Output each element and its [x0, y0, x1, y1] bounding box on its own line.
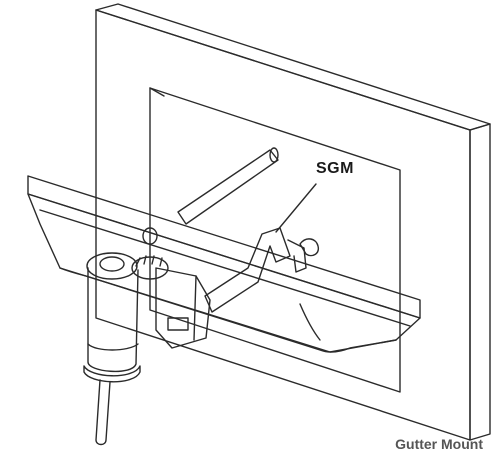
wall-side-edge — [469, 123, 491, 441]
rod-end — [269, 147, 279, 163]
sensor-body — [87, 267, 139, 373]
wall-frame — [95, 3, 491, 441]
wing-nut — [299, 238, 320, 257]
rod-body — [177, 149, 279, 225]
gutter — [27, 175, 421, 353]
sensor-dial-ridges — [135, 255, 163, 267]
sensor-base-ring — [83, 365, 141, 383]
sgm-leader-line — [275, 183, 317, 233]
sensor-top — [86, 252, 138, 280]
gutter-trough — [27, 193, 421, 353]
sensor-mount-edge — [193, 275, 197, 341]
sgm-label: SGM — [316, 160, 354, 177]
sensor-antenna — [95, 379, 111, 446]
sensor-body-band — [87, 343, 139, 351]
sensor-label-plate — [167, 317, 189, 331]
sensor-top-cap — [99, 256, 125, 272]
diagram-caption: Gutter Mount — [395, 436, 483, 452]
wall-inner-shadow — [149, 87, 165, 97]
wall-top-edge — [95, 3, 491, 131]
gutter-bottom-line — [59, 267, 397, 353]
bracket-arm — [204, 227, 291, 313]
sensor-mount-block — [155, 267, 211, 349]
support-rod — [177, 147, 279, 225]
gutter-hole — [142, 227, 158, 245]
bracket-clip — [287, 239, 307, 273]
gutter-rear-fold — [299, 303, 321, 341]
rain-sensor-icon — [83, 252, 211, 446]
sgm-bracket — [204, 183, 320, 313]
gutter-channel-line — [39, 209, 411, 327]
sensor-dial — [131, 256, 169, 280]
wall-inner-recess — [149, 87, 401, 393]
wall-outer — [95, 9, 471, 441]
